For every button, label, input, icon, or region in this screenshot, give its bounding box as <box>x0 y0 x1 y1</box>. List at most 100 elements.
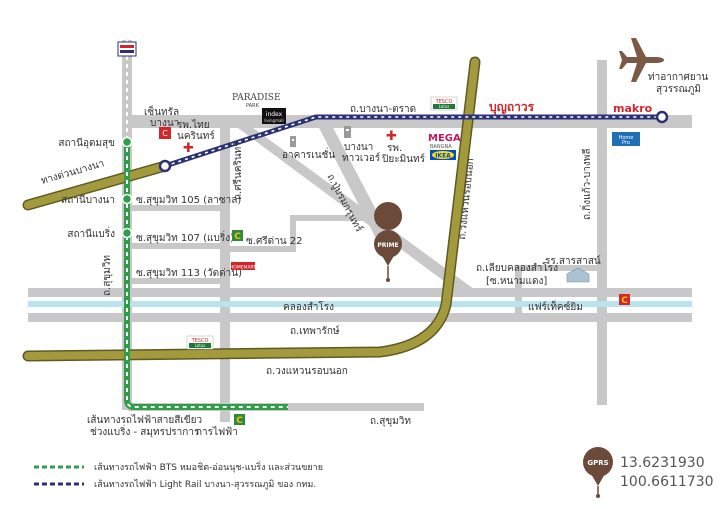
canal-road-south <box>28 313 692 322</box>
svg-text:Home: Home <box>619 135 634 141</box>
tesco-lotus-logo-2: TESCO Lotus <box>186 335 214 350</box>
bts-green-line-dash <box>126 140 288 408</box>
gps-label: GPRS <box>587 459 608 467</box>
paradise-logo: PARADISE <box>232 93 281 103</box>
label-king-kaew: ถ.กิ่งแก้ว-บางพลี <box>579 149 593 220</box>
soi-113-road <box>132 278 222 284</box>
gps-longitude: 100.6611730 <box>620 474 714 490</box>
svg-text:C: C <box>236 416 243 426</box>
label-piyamin-2: ปิยะมินทร์ <box>381 153 425 165</box>
label-bts-extension-2: ช่วงแบริ่ง - สมุทรปราการ <box>90 424 200 438</box>
label-soi-107: ซ.สุขุมวิท 107 (แบริ่ง) <box>136 230 234 244</box>
label-liap-khlong-2: [ซ.หนามแดง] <box>486 276 547 287</box>
soi-107-road <box>132 243 222 249</box>
big-c-icon-3: C <box>619 294 630 306</box>
school-icon <box>566 267 590 283</box>
svg-text:C: C <box>621 296 628 306</box>
srinakarin-road <box>220 122 230 422</box>
svg-text:BANGNA: BANGNA <box>430 144 452 150</box>
label-bangna-trat: ถ.บางนา-ตราด <box>350 104 416 115</box>
soi-105-road <box>132 205 222 211</box>
label-ring-road: ถ.วงแหวนรอบนอก <box>266 366 348 377</box>
label-samrong-canal: คลองสำโรง <box>283 300 334 313</box>
ring-road <box>24 58 479 360</box>
station-udomsuk-dot <box>121 136 133 148</box>
svg-text:IKEA: IKEA <box>435 153 451 160</box>
srinakarin-22-road <box>228 246 296 252</box>
label-bangna-tower-1: บางนา <box>344 142 373 153</box>
label-station-udomsuk: สถานีอุดมสุข <box>58 137 115 149</box>
legend: เส้นทางรถไฟฟ้า BTS หมอชิต-อ่อนนุช-แบริ่ง… <box>34 460 323 490</box>
light-rail-start-dot <box>158 159 172 173</box>
label-pea: การไฟฟ้า <box>196 426 238 438</box>
svg-text:TESCO: TESCO <box>435 99 453 105</box>
makro-logo: makro <box>613 102 653 115</box>
label-soi-113: ซ.สุขุมวิท 113 (วัดด่าน) <box>136 268 242 279</box>
gps-pin-icon: GPRS <box>583 447 613 498</box>
big-c-icon-2: C <box>234 414 245 426</box>
bts-stations <box>121 136 133 239</box>
paradise-logo-sub: PARK <box>246 103 260 109</box>
homepro-logo: Home Pro <box>612 132 640 146</box>
label-thepharak: ถ.เทพารักษ์ <box>290 325 340 337</box>
project-pin-icon: PRIME <box>374 202 403 282</box>
label-thai-nakarin-1: รพ.ไทย <box>177 119 210 131</box>
label-station-bangna: สถานีบางนา <box>61 194 115 206</box>
index-logo: index livingmall <box>262 108 286 124</box>
label-thai-nakarin-2: นครินทร์ <box>177 130 215 142</box>
label-station-bearing: สถานีแบริ่ง <box>67 226 115 240</box>
svg-text:TESCO: TESCO <box>191 338 209 344</box>
label-sukhumvit-vertical: ถ.สุขุมวิท <box>102 255 113 296</box>
tower-icon <box>344 126 351 138</box>
svg-text:MEGA: MEGA <box>428 133 461 144</box>
svg-text:HOMEMART: HOMEMART <box>230 265 256 271</box>
label-liap-khlong-1: ถ.เลียบคลองสำโรง <box>476 261 558 274</box>
airplane-icon <box>619 38 664 82</box>
hospital-cross-icon: ✚ <box>183 141 194 156</box>
label-central-2: บางนา <box>150 118 179 129</box>
samrong-canal <box>28 301 692 307</box>
homemart-logo: HOMEMART <box>230 262 256 271</box>
label-bts-extension-1: เส้นทางรถไฟฟ้าสายสีเขียว <box>87 414 202 426</box>
svg-text:C: C <box>234 232 241 242</box>
legend-blue-line-label: เส้นทางรถไฟฟ้า Light Rail บางนา-สุวรรณภู… <box>94 479 316 490</box>
label-piyamin-1: รพ. <box>387 143 402 154</box>
bunthavorn-logo: บุญถาวร <box>489 100 535 115</box>
sarasas-road <box>515 265 522 315</box>
svg-text:C: C <box>162 129 168 138</box>
label-bangna-tower-2: ทาวเวอร์ <box>342 152 381 164</box>
bts-logo-icon <box>117 41 137 57</box>
svg-text:index: index <box>266 111 283 118</box>
gps-latitude: 13.6231930 <box>620 455 705 471</box>
liap-khlong-road <box>230 122 478 296</box>
svg-text:Lotus: Lotus <box>439 104 450 109</box>
label-sukhumvit-bottom: ถ.สุขุมวิท <box>370 416 411 427</box>
label-sarasas: รร.สารสาสน์ <box>545 255 601 267</box>
hospital-cross-icon-2: ✚ <box>386 129 397 144</box>
tesco-lotus-logo: TESCO Lotus <box>430 96 458 111</box>
canal-road-north <box>28 288 692 297</box>
svg-text:Pro: Pro <box>622 140 630 146</box>
svg-text:Lotus: Lotus <box>195 343 206 348</box>
label-soi-105: ซ.สุขุมวิท 105 (ลาซาล) <box>136 195 241 206</box>
king-kaew-road <box>597 60 607 405</box>
label-central-1: เซ็นทรัล <box>144 104 179 118</box>
label-bitec: อาคารเนชั่น <box>282 147 335 161</box>
label-srinakarin-22: ซ.ศรีด่าน 22 <box>246 235 303 247</box>
light-rail-line <box>164 114 662 169</box>
svg-text:PRIME: PRIME <box>377 242 398 249</box>
station-bangna-dot <box>121 193 133 205</box>
light-rail-end-dot <box>655 110 669 124</box>
label-srinakarin: ถ.ศรีนครินทร์ <box>232 141 244 200</box>
central-icon: C <box>159 127 171 139</box>
legend-green-line-label: เส้นทางรถไฟฟ้า BTS หมอชิต-อ่อนนุช-แบริ่ง… <box>94 460 323 473</box>
mega-bangna-logo: MEGA BANGNA <box>428 133 461 150</box>
connector-road <box>290 215 296 252</box>
svg-text:livingmall: livingmall <box>264 118 283 123</box>
label-fresh-market: แฟร์เท็คซ์ยิม <box>528 299 583 313</box>
station-bearing-dot <box>121 227 133 239</box>
sarasas-road-2 <box>515 265 599 271</box>
label-airport-1: ท่าอากาศยาน <box>648 72 708 83</box>
big-c-icon: C <box>232 230 243 242</box>
